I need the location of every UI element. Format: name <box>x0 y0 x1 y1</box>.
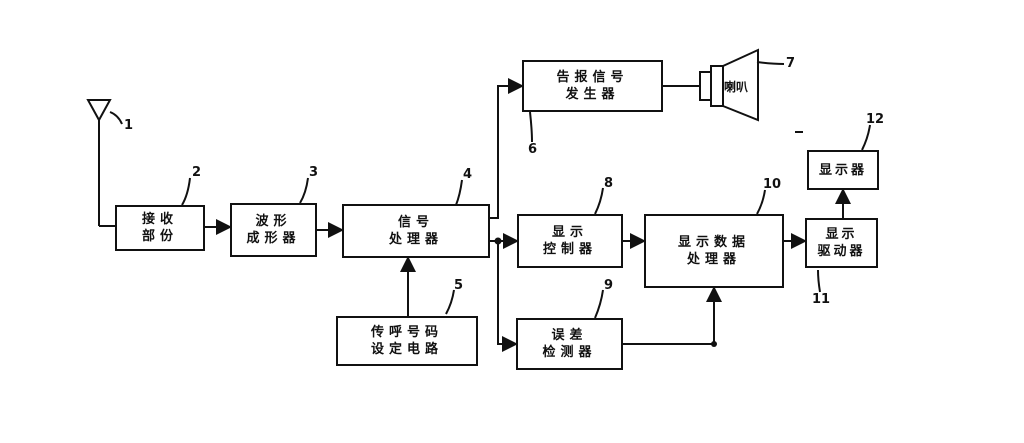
block-display-data-line1: 显示数据 <box>677 235 750 250</box>
ref-number-10: 10 <box>763 177 782 192</box>
ref-number-4: 4 <box>463 167 473 182</box>
block-display-driver-line1: 显示 <box>825 227 858 242</box>
block-display-data-processor: 显示数据 处理器 <box>644 214 784 288</box>
block-call-number-setting-circuit: 传呼号码 设定电路 <box>336 316 478 366</box>
block-receiver-line1: 接收 <box>141 212 178 227</box>
block-display-driver-line2: 驱动器 <box>817 244 866 259</box>
block-receiver: 接收 部份 <box>115 205 205 251</box>
block-alarm-signal-line2: 发生器 <box>565 87 620 102</box>
block-error-detector-line2: 检测器 <box>542 345 597 360</box>
block-waveform-shaper: 波形 成形器 <box>230 203 317 257</box>
block-signal-processor-line2: 处理器 <box>388 232 443 247</box>
ref-number-2: 2 <box>192 165 202 180</box>
antenna-icon <box>86 99 112 123</box>
block-display-controller-line2: 控制器 <box>542 242 597 257</box>
block-signal-processor: 信号 处理器 <box>342 204 490 258</box>
block-alarm-signal-generator: 告报信号 发生器 <box>522 60 663 112</box>
block-waveform-shaper-line2: 成形器 <box>246 231 301 246</box>
block-call-number-line2: 设定电路 <box>370 342 443 357</box>
block-call-number-line1: 传呼号码 <box>370 325 443 340</box>
ref-number-6: 6 <box>528 142 538 157</box>
ref-number-8: 8 <box>604 176 614 191</box>
block-display-data-line2: 处理器 <box>686 252 741 267</box>
block-signal-processor-line1: 信号 <box>397 215 434 230</box>
speaker-label: 喇叭 <box>724 80 749 94</box>
block-waveform-shaper-line1: 波形 <box>255 214 292 229</box>
block-error-detector: 误差 检测器 <box>516 318 623 370</box>
ref-number-9: 9 <box>604 278 614 293</box>
ref-number-12: 12 <box>866 112 885 127</box>
ref-number-7: 7 <box>786 56 796 71</box>
block-receiver-line2: 部份 <box>141 229 178 244</box>
speaker-icon <box>699 48 759 122</box>
block-display-controller-line1: 显示 <box>551 225 588 240</box>
block-alarm-signal-line1: 告报信号 <box>556 70 629 85</box>
ref-number-1: 1 <box>124 118 134 133</box>
block-display-line1: 显示器 <box>818 162 867 178</box>
block-display-controller: 显示 控制器 <box>517 214 623 268</box>
block-display: 显示器 <box>807 150 879 190</box>
ref-number-11: 11 <box>812 292 831 307</box>
block-display-driver: 显示 驱动器 <box>805 218 878 268</box>
block-error-detector-line1: 误差 <box>551 328 588 343</box>
ref-number-5: 5 <box>454 278 464 293</box>
ref-number-3: 3 <box>309 165 319 180</box>
